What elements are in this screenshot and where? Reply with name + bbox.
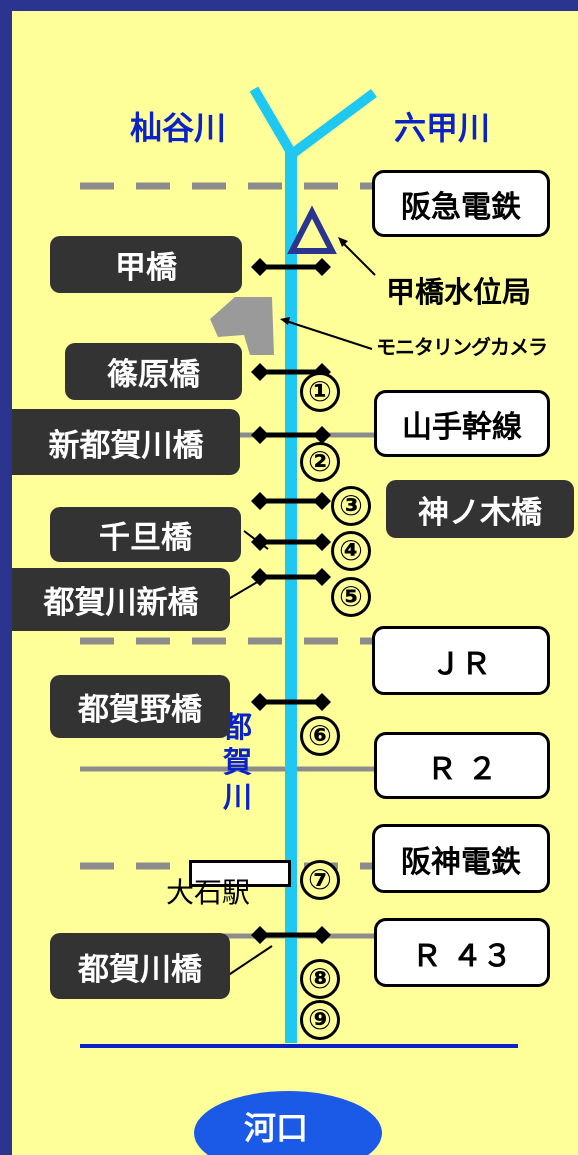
r43-box: Ｒ ４３ [374, 918, 550, 987]
camera-icon [210, 297, 274, 355]
pointer-tsugagawa-shin [224, 580, 260, 602]
rokko-river-label: 六甲川 [394, 109, 491, 147]
river-mouth-label: 河口 [244, 1109, 309, 1147]
tsuga-river-label-2: 賀 [223, 745, 253, 779]
tsugagawa-bridge-label: 都賀川橋 [50, 933, 230, 999]
river-mouth [194, 1091, 382, 1155]
point-7: ⑦ [300, 860, 340, 900]
tsugano-bridge-label: 都賀野橋 [50, 675, 230, 738]
pointer-tsugagawa [226, 945, 273, 977]
point-8: ⑧ [300, 959, 340, 999]
point-1: ① [300, 372, 340, 412]
shin-tsugagawa-bridge-label: 新都賀川橋 [12, 409, 240, 475]
point-5: ⑤ [331, 577, 371, 617]
yamate-box: 山手幹線 [374, 390, 550, 457]
point-2: ② [300, 442, 340, 482]
hanshin-box: 阪神電鉄 [372, 824, 550, 893]
monitoring-camera-label: モニタリングカメラ [376, 335, 548, 359]
tsuga-river-label-3: 川 [223, 780, 253, 814]
point-3: ③ [331, 486, 371, 526]
diagram-panel: 杣谷川 六甲川 都 賀 川 阪急電鉄 山手幹線 ＪＲ Ｒ ２ 阪神電鉄 Ｒ ４３… [12, 11, 578, 1155]
point-6: ⑥ [300, 716, 340, 756]
station-box [189, 860, 291, 887]
tsugagawa-shin-bridge-label: 都賀川新橋 [12, 568, 230, 631]
gauge-triangle-icon [287, 205, 337, 254]
somadani-river-label: 杣谷川 [130, 109, 227, 147]
tributaries [249, 86, 377, 162]
kanonoki-bridge-label: 神ノ木橋 [386, 480, 574, 538]
oishi-station-label: 大石駅 [166, 876, 251, 909]
gauge-station-label: 甲橋水位局 [386, 275, 532, 309]
sendan-bridge-label: 千旦橋 [50, 507, 241, 562]
diagram-lines [80, 86, 518, 1048]
kabuto-bridge-label: 甲橋 [50, 236, 242, 293]
point-9: ⑨ [300, 1000, 340, 1040]
jr-box: ＪＲ [372, 626, 550, 695]
r2-box: Ｒ ２ [374, 732, 550, 799]
hankyu-box: 阪急電鉄 [372, 170, 550, 237]
point-4: ④ [331, 531, 371, 571]
shinohara-bridge-label: 篠原橋 [65, 343, 242, 400]
